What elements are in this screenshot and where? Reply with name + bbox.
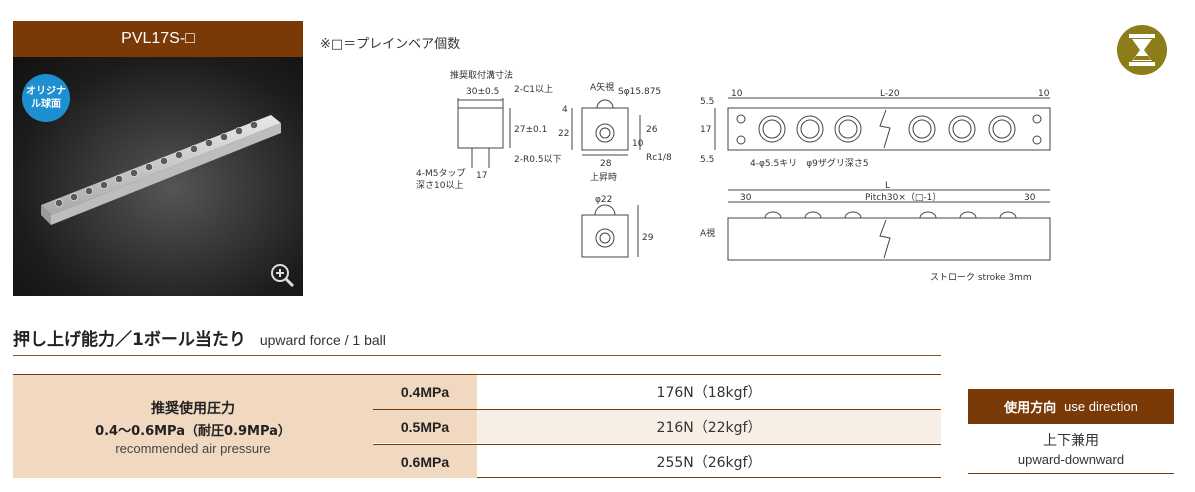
dim-2r05: 2-R0.5以下 xyxy=(514,155,562,165)
dim-22: 22 xyxy=(558,129,569,139)
dim-rc: Rc1/8 xyxy=(646,153,672,163)
view-a-label: A矢視 xyxy=(590,81,614,93)
dim-l: L xyxy=(885,181,890,191)
use-direction-header: 使用方向 use direction xyxy=(968,389,1174,424)
use-direction-value-en: upward-downward xyxy=(1017,452,1125,467)
dim-phi22: φ22 xyxy=(595,195,612,205)
dim-holes: 4-φ5.5キリ φ9ザグリ深さ5 xyxy=(750,157,869,169)
dim-10-left: 10 xyxy=(731,89,743,99)
original-sphere-badge: オリジナル球面 xyxy=(22,74,70,122)
product-photo[interactable]: オリジナル球面 xyxy=(13,57,303,296)
dim-5-5-bottom: 5.5 xyxy=(700,155,714,165)
pressure-value: 0.4MPa xyxy=(373,375,477,409)
force-value: 176N（18kgf） xyxy=(656,385,762,401)
a-view-label: A視 xyxy=(700,227,715,239)
pressure-label-jp: 推奨使用圧力 xyxy=(151,400,235,417)
dim-5-5-top: 5.5 xyxy=(700,97,714,107)
dim-4m5: 4-M5タップ xyxy=(416,168,465,179)
section-title-en: upward force / 1 ball xyxy=(259,332,386,348)
section-title: 押し上げ能力／1ボール当たり upward force / 1 ball xyxy=(13,325,386,350)
dim-10: 10 xyxy=(632,139,644,149)
pressure-range: 0.4～0.6MPa（耐圧0.9MPa） xyxy=(95,423,291,439)
use-direction-value-jp: 上下兼用 xyxy=(1043,433,1099,449)
dim-4: 4 xyxy=(562,105,568,115)
dim-30-right: 30 xyxy=(1024,193,1036,203)
ball-count-note: ※□＝プレインベア個数 xyxy=(320,37,461,52)
dim-pitch: Pitch30×（□-1） xyxy=(865,192,941,203)
force-value: 255N（26kgf） xyxy=(656,454,762,471)
pressure-value: 0.6MPa xyxy=(373,445,477,478)
mount-title: 推奨取付溝寸法 xyxy=(450,70,513,81)
dim-sphi: Sφ15.875 xyxy=(618,87,661,97)
dim-26: 26 xyxy=(646,125,658,135)
rise-label: 上昇時 xyxy=(590,172,617,183)
pressure-label-en: recommended air pressure xyxy=(115,440,271,456)
section-divider xyxy=(13,355,941,356)
dim-28: 28 xyxy=(600,159,612,169)
dim-2c1: 2-C1以上 xyxy=(514,84,553,95)
use-direction-header-en: use direction xyxy=(1064,399,1138,414)
section-title-jp: 押し上げ能力／1ボール当たり xyxy=(13,330,246,350)
table-row: 0.6MPa 255N（26kgf） xyxy=(373,444,941,478)
dim-depth10: 深さ10以上 xyxy=(416,180,463,191)
upward-force-table: 推奨使用圧力 0.4～0.6MPa（耐圧0.9MPa） recommended … xyxy=(13,374,941,478)
dim-30-left: 30 xyxy=(740,193,752,203)
dim-27: 27±0.1 xyxy=(514,125,547,135)
product-model-header: PVL17S-□ xyxy=(13,21,303,57)
force-value: 216N（22kgf） xyxy=(477,410,941,443)
use-direction-box: 使用方向 use direction 上下兼用 upward-downward xyxy=(968,389,1174,474)
use-direction-header-jp: 使用方向 xyxy=(1004,401,1057,416)
dim-l20: L-20 xyxy=(880,89,900,99)
stroke-label: ストローク stroke 3mm xyxy=(930,272,1032,283)
dim-30: 30±0.5 xyxy=(466,87,499,97)
dim-17-vertical: 17 xyxy=(700,125,711,135)
product-rail-image xyxy=(41,115,281,225)
table-row: 0.5MPa 216N（22kgf） xyxy=(373,409,941,443)
hourglass-icon xyxy=(1117,25,1167,75)
use-direction-value: 上下兼用 upward-downward xyxy=(968,424,1174,474)
pressure-value: 0.5MPa xyxy=(373,410,477,443)
dim-10-right: 10 xyxy=(1038,89,1050,99)
dim-29: 29 xyxy=(642,233,654,243)
zoom-in-icon[interactable] xyxy=(269,262,295,288)
recommended-pressure-cell: 推奨使用圧力 0.4～0.6MPa（耐圧0.9MPa） recommended … xyxy=(13,375,373,478)
table-row: 0.4MPa 176N（18kgf） xyxy=(373,375,941,409)
dimension-drawing: 推奨取付溝寸法 30±0.5 2-C1以上 27±0.1 2-R0.5以下 4-… xyxy=(416,70,1051,283)
dim-17: 17 xyxy=(476,171,487,181)
